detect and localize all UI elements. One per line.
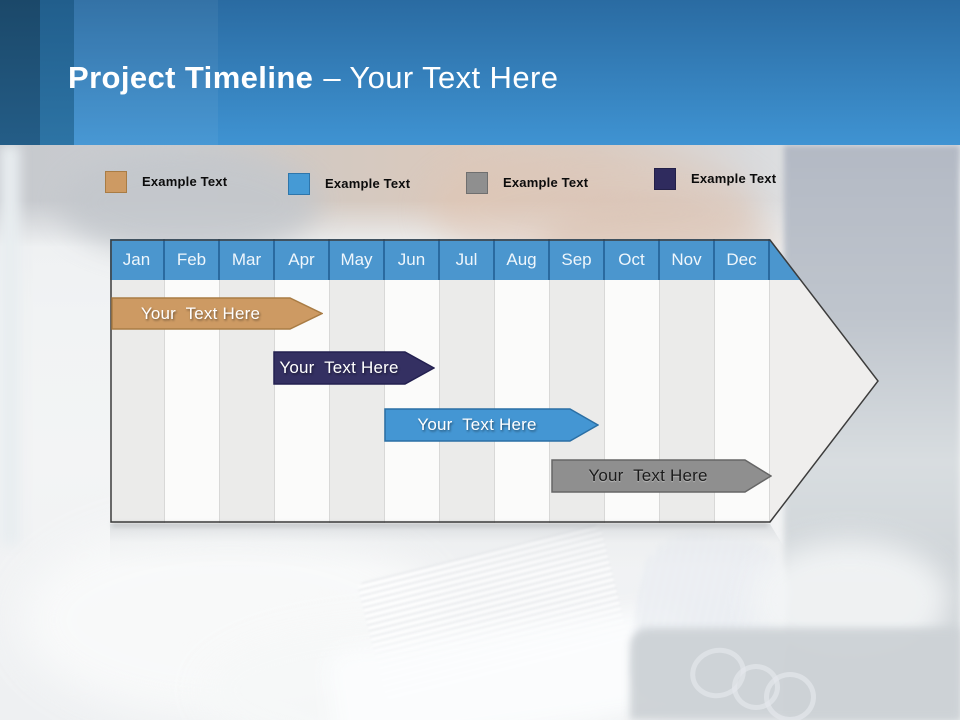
legend-label: Example Text [142, 174, 228, 189]
grid-column [440, 280, 495, 523]
month-cell: Feb [165, 239, 220, 280]
legend-swatch-blue [288, 173, 310, 195]
gantt-bar-shape [273, 351, 435, 385]
legend-swatch-gray [466, 172, 488, 194]
month-cell: Jun [385, 239, 440, 280]
month-cell: Oct [605, 239, 660, 280]
gantt-bar-shape [384, 408, 599, 442]
legend-item-3: Example Text [466, 172, 588, 194]
grid-column [330, 280, 385, 523]
grid-column [385, 280, 440, 523]
gantt-bar-label: Your Text Here [588, 466, 708, 485]
header-stripe-light [74, 0, 218, 145]
title-regular: – Your Text Here [323, 60, 559, 95]
photo-edge [0, 145, 20, 545]
header-band: Project Timeline – Your Text Here [0, 0, 960, 145]
month-cell: Sep [550, 239, 605, 280]
month-cell: Jan [110, 239, 165, 280]
legend-label: Example Text [325, 176, 411, 191]
title-bold: Project Timeline [68, 60, 314, 95]
month-cell: Jul [440, 239, 495, 280]
gantt-bar-shape [551, 459, 772, 493]
legend-swatch-orange [105, 171, 127, 193]
gantt-bar-2: Your Text Here [273, 351, 435, 385]
gantt-bar-1: Your Text Here [111, 297, 323, 330]
gantt-bar-3: Your Text Here [384, 408, 599, 442]
slide-title: Project Timeline – Your Text Here [68, 60, 558, 96]
gantt-bar-shape [111, 297, 323, 330]
legend-item-4: Example Text [654, 168, 776, 190]
gantt-bar-label: Your Text Here [417, 415, 537, 434]
watermark-ring [764, 672, 816, 720]
gantt-bar-4: Your Text Here [551, 459, 772, 493]
legend-swatch-navy [654, 168, 676, 190]
grid-column [495, 280, 550, 523]
month-cell: Dec [715, 239, 770, 280]
gantt-bar-label: Your Text Here [279, 358, 399, 377]
legend-label: Example Text [503, 175, 589, 190]
gantt-bar-label: Your Text Here [140, 303, 261, 323]
month-cell: Apr [275, 239, 330, 280]
timeline-reflection [110, 524, 798, 570]
header-stripe-dark [0, 0, 40, 145]
month-cell: Nov [660, 239, 715, 280]
month-cell: May [330, 239, 385, 280]
legend-label: Example Text [691, 171, 777, 186]
legend-item-1: Example Text [105, 171, 227, 193]
legend-item-2: Example Text [288, 173, 410, 195]
month-cell: Mar [220, 239, 275, 280]
month-cell: Aug [495, 239, 550, 280]
month-header: Jan Feb Mar Apr May Jun Jul Aug Sep Oct … [110, 239, 879, 280]
header-stripe-medium [40, 0, 74, 145]
